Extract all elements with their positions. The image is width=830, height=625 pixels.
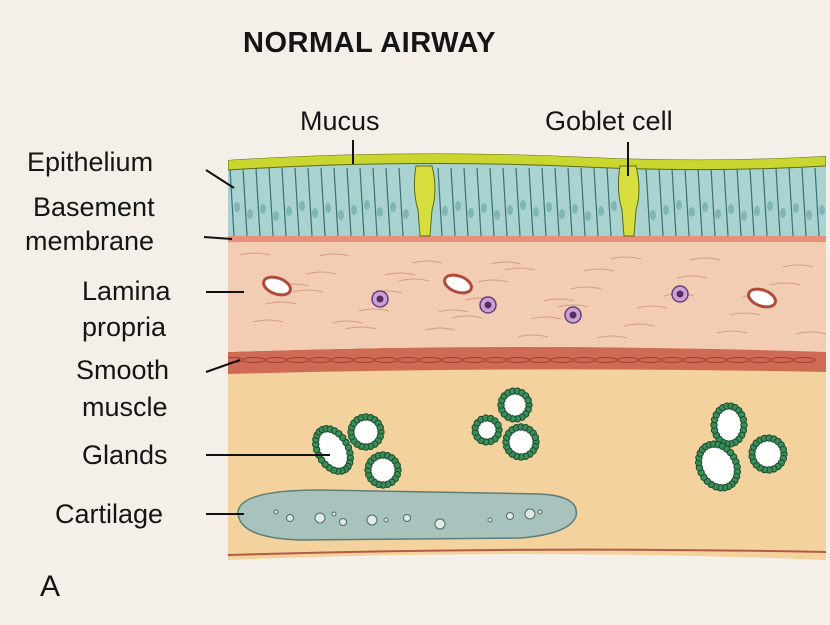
epithelial-cell-nucleus [468,208,474,218]
chondrocyte [367,515,377,525]
epithelial-cell-nucleus [559,209,565,219]
epithelial-cell-nucleus [806,210,812,220]
epithelium-layer [228,160,828,236]
epithelial-cell-nucleus [611,201,617,211]
epithelial-cell-nucleus [260,204,266,214]
epithelial-cell-nucleus [312,208,318,218]
smooth-label-line2: muscle [82,392,168,422]
epithelial-cell-nucleus [663,205,669,215]
lamina-label-line1: Lamina [82,276,171,306]
epithelial-cell-nucleus [377,207,383,217]
epithelial-cell-nucleus [234,202,240,212]
panel-letter: A [40,572,60,602]
lamina-cell-nucleus [677,291,684,298]
chondrocyte [435,519,445,529]
chondrocyte [384,518,388,522]
chondrocyte [340,519,347,526]
epithelial-cell-nucleus [286,206,292,216]
epithelial-cell-nucleus [351,205,357,215]
gland [711,403,747,447]
epithelial-cell-nucleus [793,203,799,213]
epithelial-cell-nucleus [676,200,682,210]
epithelial-cell-nucleus [390,202,396,212]
epithelial-cell-nucleus [494,210,500,220]
smooth-label-line1: Smooth [76,355,169,385]
epithelial-cell-nucleus [598,206,604,216]
epithelial-cell-nucleus [819,205,825,215]
epithelial-cell-nucleus [546,202,552,212]
chondrocyte [315,513,325,523]
chondrocyte [332,512,336,516]
goblet-cell-label: Goblet cell [545,106,673,136]
epithelial-cell-nucleus [520,200,526,210]
epithelial-cell-nucleus [689,207,695,217]
chondrocyte [525,509,535,519]
gland [749,435,787,473]
epithelial-cell-nucleus [767,201,773,211]
cartilage-plate [238,490,576,540]
gland [472,415,502,445]
epithelial-cell-nucleus [247,209,253,219]
epithelial-cell-nucleus [455,201,461,211]
epithelial-cell-nucleus [741,211,747,221]
lamina-cell-nucleus [377,296,384,303]
mucus-label: Mucus [300,106,380,136]
diagram-title: NORMAL AIRWAY [243,28,496,58]
epithelial-cell-nucleus [728,204,734,214]
epithelial-cell-nucleus [325,203,331,213]
chondrocyte [488,518,492,522]
epithelial-cell-nucleus [442,206,448,216]
epithelial-cell-nucleus [273,211,279,221]
chondrocyte [507,513,514,520]
epithelium-label: Epithelium [27,147,153,177]
epithelial-cell-nucleus [338,210,344,220]
basement-membrane-leader [204,237,232,239]
chondrocyte [287,515,294,522]
epithelial-cell-nucleus [715,209,721,219]
epithelial-cell-nucleus [780,208,786,218]
basement-label-line2: membrane [25,226,154,256]
epithelial-cell-nucleus [403,209,409,219]
epithelial-cell-nucleus [507,205,513,215]
epithelial-cell-nucleus [650,210,656,220]
cartilage-label: Cartilage [55,499,163,529]
glands-label: Glands [82,440,168,470]
epithelial-cell-nucleus [702,202,708,212]
gland [498,388,532,422]
epithelial-cell-nucleus [533,207,539,217]
epithelial-cell-nucleus [299,201,305,211]
epithelial-cell-nucleus [754,206,760,216]
chondrocyte [404,515,411,522]
epithelial-cell-nucleus [572,204,578,214]
chondrocyte [538,510,542,514]
basement-label-line1: Basement [33,192,155,222]
epithelial-cell-nucleus [585,211,591,221]
lamina-cell-nucleus [485,302,492,309]
epithelial-cell-nucleus [364,200,370,210]
lamina-label-line2: propria [82,312,166,342]
chondrocyte [274,510,278,514]
epithelial-cell-nucleus [481,203,487,213]
lamina-cell-nucleus [570,312,577,319]
